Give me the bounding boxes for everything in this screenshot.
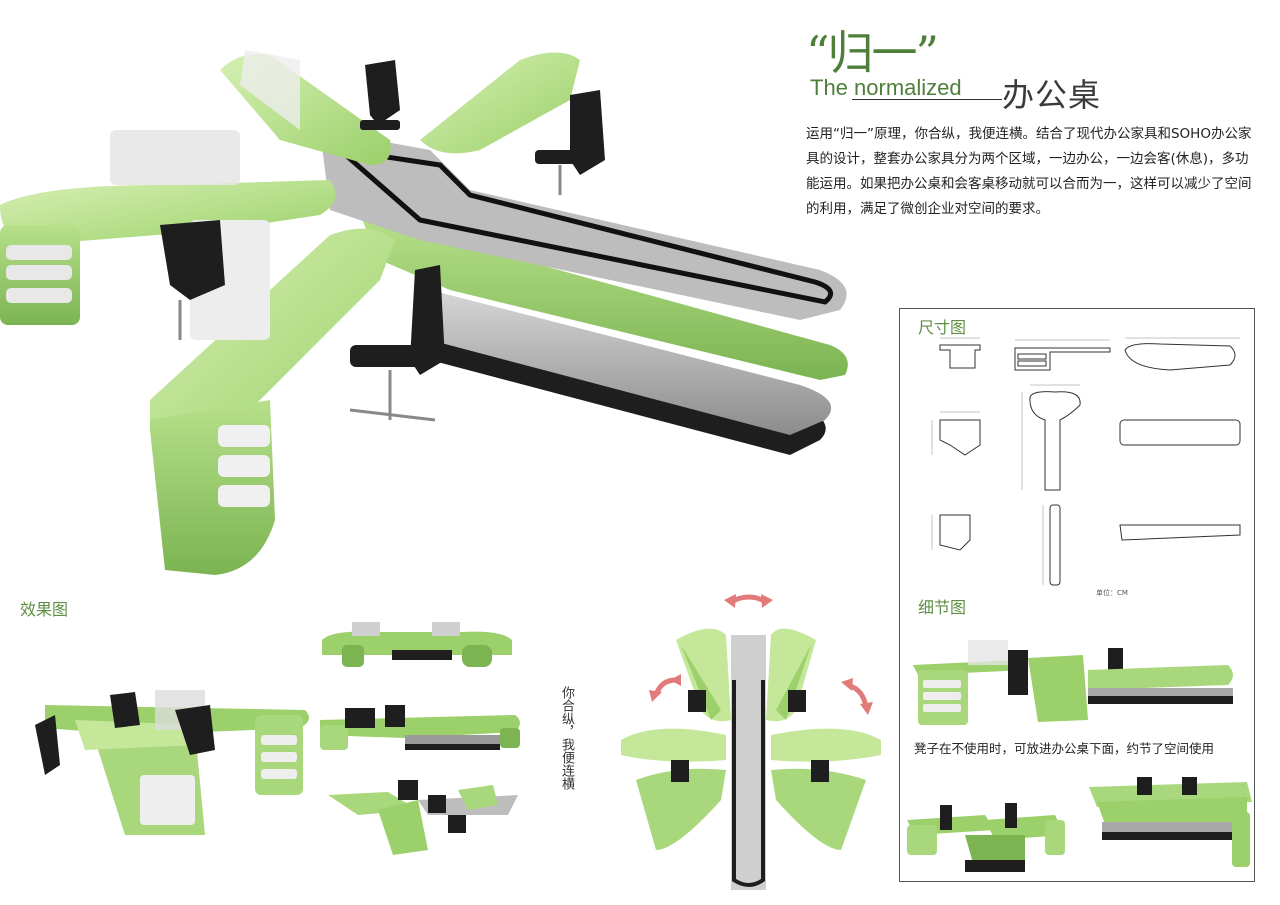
chair-3 bbox=[160, 220, 225, 340]
title-chinese: 办公桌 bbox=[1002, 76, 1102, 114]
hero-desk-render bbox=[0, 50, 848, 575]
core-track bbox=[331, 146, 834, 305]
wing-top-left bbox=[676, 628, 731, 722]
intro-paragraph: 运用“归一”原理，你合纵，我便连横。结合了现代办公家具和SOHO办公家具的设计，… bbox=[806, 126, 1252, 217]
rotation-topview-render bbox=[621, 594, 881, 890]
wing-bottom-left bbox=[636, 768, 726, 850]
title-english: The normalized bbox=[810, 75, 962, 100]
rotate-arrow-top-icon bbox=[729, 594, 768, 605]
desk-left-top bbox=[0, 180, 336, 245]
wing-mid-left bbox=[621, 728, 726, 762]
vertical-slogan: 你合纵，我便连横 bbox=[559, 686, 574, 790]
unit-label: 单位：CM bbox=[1096, 589, 1128, 597]
chair-1 bbox=[360, 60, 400, 130]
desk-front bbox=[150, 228, 395, 448]
core-bar-side bbox=[360, 215, 848, 380]
detail-render-top bbox=[913, 640, 1233, 725]
effect-render-small-top bbox=[322, 622, 512, 667]
dimension-drawings bbox=[931, 337, 1241, 586]
dimension-detail-panel bbox=[899, 308, 1255, 882]
core-bar-seat bbox=[430, 290, 832, 435]
wing-side-left bbox=[681, 645, 721, 720]
wing-top-right bbox=[766, 628, 816, 722]
desk-topright bbox=[420, 52, 580, 154]
effect-render-large-left bbox=[35, 690, 309, 835]
effect-render-mid-right bbox=[320, 705, 520, 750]
chair-2 bbox=[535, 90, 605, 195]
wing-mid-right bbox=[771, 728, 881, 762]
screen-left bbox=[110, 130, 240, 185]
detail-section-label: 细节图 bbox=[918, 598, 967, 617]
title-quote: “归一” bbox=[806, 26, 939, 80]
chair-4 bbox=[349, 265, 445, 422]
detail-caption: 凳子在不使用时，可放进办公桌下面，约节了空间使用 bbox=[914, 741, 1215, 756]
title-underline bbox=[852, 99, 1002, 100]
dimension-section-label: 尺寸图 bbox=[918, 318, 967, 337]
detail-render-bottom-right bbox=[1089, 777, 1252, 867]
wing-bottom-right bbox=[771, 768, 866, 850]
effect-render-bottom-right bbox=[328, 780, 518, 855]
effect-section-label: 效果图 bbox=[20, 600, 69, 619]
detail-render-bottom-left bbox=[907, 803, 1065, 872]
wing-side-right bbox=[776, 645, 811, 720]
